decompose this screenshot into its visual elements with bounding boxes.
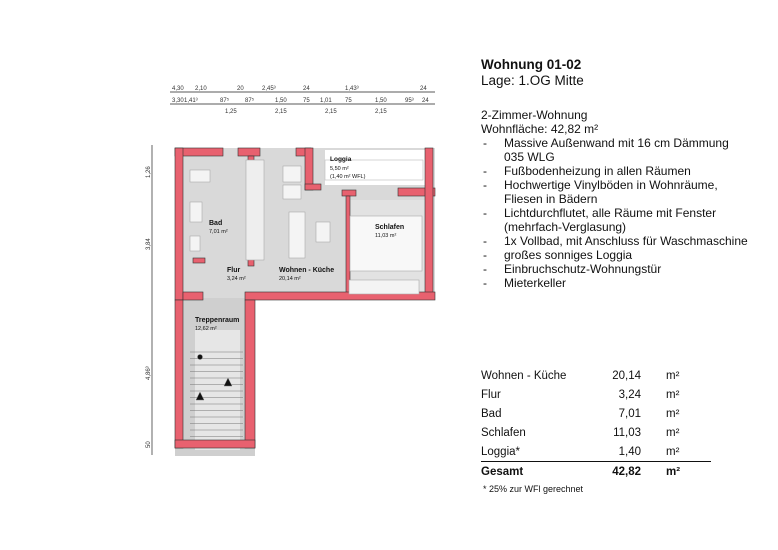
room-name-flur: Flur [227, 267, 240, 274]
room-area-flur: 3,24 m² [227, 276, 246, 282]
room-name: Bad [481, 407, 502, 420]
room-area: 1,40 [618, 445, 641, 458]
dimension-label: 50 [146, 441, 152, 448]
dimension-label: 1,26 [146, 166, 152, 178]
room-name-loggia: Loggia [330, 156, 352, 163]
room-name: Wohnen - Küche [481, 369, 567, 382]
dimension-label: 24 [420, 86, 427, 92]
dimension-label: 3,84 [146, 238, 152, 250]
feature-item: 1x Vollbad, mit Anschluss für Waschmasch… [481, 234, 751, 248]
dimension-label: 3,30 [172, 98, 184, 104]
room-area: 20,14 [612, 369, 641, 382]
unit: m² [666, 445, 680, 458]
dimension-label: 1,25 [225, 109, 237, 115]
apartment-title: Wohnung 01-02 [481, 57, 582, 72]
dimension-label: 2,15 [275, 109, 287, 115]
room-note-loggia: (1,40 m² WFL) [330, 174, 366, 180]
dimension-label: 4,30 [172, 86, 184, 92]
unit: m² [666, 407, 680, 420]
room-area-bad: 7,01 m² [209, 229, 228, 235]
room-area: 11,03 [613, 426, 641, 439]
dimension-label: 2,45³ [262, 86, 276, 92]
apartment-info: Wohnung 01-02 Lage: 1.OG Mitte 2-Zimmer-… [481, 57, 751, 290]
feature-item: Hochwertige Vinylböden in Wohnräume, Fli… [481, 178, 751, 206]
apartment-location: Lage: 1.OG Mitte [481, 73, 584, 88]
unit: m² [666, 388, 680, 401]
footnote: * 25% zur WFl gerechnet [483, 484, 584, 494]
area-table: Wohnen - Küche 20,14 m² Flur 3,24 m² Bad 7,01… [481, 366, 711, 481]
staircase [190, 351, 243, 437]
dimension-label: 24 [303, 86, 310, 92]
dimension-label: 87⁵ [245, 97, 255, 104]
feature-item: Lichtdurchflutet, alle Räume mit Fenster… [481, 206, 751, 234]
feature-item: Einbruchschutz-Wohnungstür [481, 262, 751, 276]
furniture [189, 159, 424, 295]
unit: m² [641, 461, 711, 481]
unit: m² [666, 426, 680, 439]
dimension-lines [151, 91, 435, 455]
feature-list: Massive Außenwand mit 16 cm Dämmung 035 … [481, 136, 751, 290]
room-area: 3,24 [618, 388, 641, 401]
table-row: Schlafen 11,03 m² [481, 423, 711, 442]
room-name-schlafen: Schlafen [375, 224, 404, 231]
total-label: Gesamt [481, 461, 581, 481]
table-row: Bad 7,01 m² [481, 404, 711, 423]
apartment-type: 2-Zimmer-Wohnung [481, 108, 588, 122]
room-area-wohnen: 20,14 m² [279, 276, 301, 282]
dimension-label: 1,50 [275, 98, 287, 104]
room-name: Loggia* [481, 445, 521, 458]
floor-areas [175, 148, 435, 456]
table-row: Loggia* 1,40 m² [481, 442, 711, 462]
room-area-treppenraum: 12,62 m² [195, 326, 217, 332]
dimension-label: 1,50 [375, 98, 387, 104]
room-name-treppenraum: Treppenraum [195, 317, 239, 324]
table-row: Flur 3,24 m² [481, 385, 711, 404]
room-name-bad: Bad [209, 220, 222, 227]
dimension-label: 95³ [405, 98, 414, 104]
room-name: Schlafen [481, 426, 526, 439]
dimension-label: 2,10 [195, 86, 207, 92]
feature-item: Mieterkeller [481, 276, 751, 290]
dimension-label: 24 [422, 98, 429, 104]
room-area-loggia: 5,50 m² [330, 166, 349, 172]
feature-item: großes sonniges Loggia [481, 248, 751, 262]
feature-item: Fußbodenheizung in allen Räumen [481, 164, 751, 178]
feature-item: Massive Außenwand mit 16 cm Dämmung 035 … [481, 136, 751, 164]
room-name: Flur [481, 388, 501, 401]
dimension-label: 4,86³ [146, 366, 152, 380]
room-labels: Loggia 5,50 m² (1,40 m² WFL) Bad 7,01 m²… [195, 156, 404, 332]
room-name-wohnen: Wohnen - Küche [279, 267, 334, 274]
table-row: Wohnen - Küche 20,14 m² [481, 366, 711, 385]
apartment-area: Wohnfläche: 42,82 m² [481, 122, 599, 136]
dimension-label: 2,15 [325, 109, 337, 115]
total-area: 42,82 [581, 461, 641, 481]
unit: m² [666, 369, 680, 382]
dimension-label: 2,15 [375, 109, 387, 115]
dimension-label: 75 [345, 98, 352, 104]
dimension-label: 1,01 [320, 98, 332, 104]
dimension-label: 87⁵ [220, 97, 230, 104]
dimension-label: 75 [303, 98, 310, 104]
room-area: 7,01 [618, 407, 641, 420]
dimension-label: 20 [237, 86, 244, 92]
room-area-schlafen: 11,03 m² [375, 233, 396, 239]
dimension-label: 1,43³ [345, 86, 359, 92]
dimension-label: 1,41³ [184, 98, 198, 104]
